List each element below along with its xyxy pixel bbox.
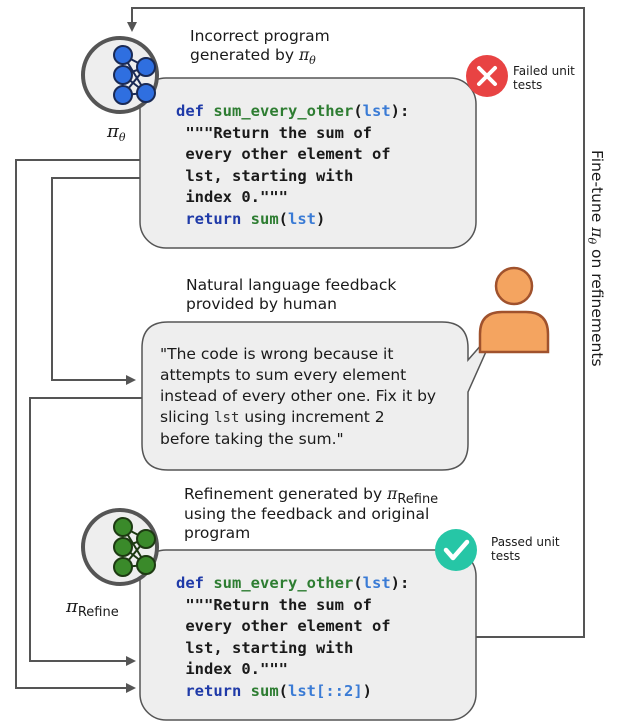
code-arg: lst[::2]	[288, 681, 363, 700]
code-keyword: return	[185, 681, 251, 700]
finetune-text: on refinements	[588, 244, 606, 367]
caption-line: generated by	[190, 46, 299, 64]
code-function: sum_every_other	[213, 574, 354, 592]
incorrect-program-box	[139, 77, 477, 249]
feedback-line: slicing	[160, 408, 215, 426]
code-keyword: def	[176, 102, 214, 120]
failed-x-icon	[466, 55, 508, 97]
refine-subscript: Refine	[77, 605, 119, 620]
theta-subscript: θ	[585, 237, 598, 245]
refined-program-box	[139, 549, 477, 721]
passed-tests-label: Passed unit tests	[491, 535, 560, 563]
feedback-to-refinement-arrow	[29, 397, 142, 666]
code-line: lst, starting with	[185, 166, 354, 185]
code-keyword: return	[185, 209, 251, 228]
feedback-text: "The code is wrong because it attempts t…	[160, 344, 436, 450]
pi-symbol: π	[107, 121, 119, 142]
code-punct: (	[278, 681, 289, 700]
policy-refine-label: πRefine	[66, 596, 119, 620]
code-keyword: def	[176, 574, 214, 592]
policy-theta-label: πθ	[107, 121, 126, 144]
finetune-label: Fine-tune πθ on refinements	[585, 150, 606, 367]
pi-symbol: π	[66, 596, 78, 617]
code-line: every other element of	[185, 145, 391, 163]
inline-code: lst	[214, 410, 240, 426]
code-line: """Return the sum of	[185, 123, 372, 142]
code-punct: ):	[390, 102, 410, 120]
caption-line: Incorrect program	[190, 27, 330, 45]
feedback-line: instead of every other one. Fix it by	[160, 387, 437, 405]
finetune-loop-arrow	[127, 7, 585, 638]
code-punct: (	[278, 209, 289, 228]
policy-theta-network-icon	[81, 36, 159, 114]
theta-subscript: θ	[118, 131, 126, 144]
caption-line: program	[184, 524, 251, 542]
code-line: every other element of	[185, 617, 391, 635]
theta-subscript: θ	[309, 54, 316, 67]
code-punct: )	[316, 209, 326, 228]
feedback-line: attempts to sum every element	[160, 366, 407, 384]
caption-line: Refinement generated by	[184, 485, 388, 503]
code-function: sum	[250, 681, 279, 700]
caption-line: provided by human	[186, 295, 337, 313]
feedback-line: "The code is wrong because it	[160, 345, 394, 363]
code-line: lst, starting with	[185, 638, 354, 657]
pi-symbol: π	[387, 485, 398, 503]
refinement-caption: Refinement generated by πRefine using th…	[184, 485, 438, 543]
feedback-caption: Natural language feedback provided by hu…	[186, 276, 396, 314]
feedback-bubble	[141, 321, 498, 471]
code-punct: (	[353, 102, 363, 120]
code-function: sum	[250, 209, 279, 228]
policy-refine-network-icon	[81, 508, 159, 586]
incorrect-program-caption: Incorrect program generated by πθ	[190, 27, 330, 67]
pi-symbol: π	[588, 227, 606, 238]
code-punct: ):	[390, 574, 410, 592]
caption-line: using the feedback and original	[184, 505, 430, 523]
human-person-icon	[478, 266, 550, 354]
code-function: sum_every_other	[213, 102, 354, 120]
program-to-refinement-arrow	[15, 159, 140, 693]
pi-symbol: π	[298, 46, 310, 64]
code-line: index 0."""	[185, 188, 288, 206]
code-arg: lst	[362, 102, 391, 120]
code-arg: lst	[288, 209, 317, 228]
code-punct: )	[362, 681, 373, 700]
refine-subscript: Refine	[397, 492, 439, 507]
caption-line: Natural language feedback	[186, 276, 397, 294]
incorrect-program-code: def sum_every_other(lst): """Return the …	[176, 101, 409, 230]
program-to-feedback-arrow	[51, 177, 140, 385]
code-line: index 0."""	[185, 660, 288, 678]
feedback-line: before taking the sum."	[160, 430, 344, 448]
code-line: """Return the sum of	[185, 595, 372, 614]
feedback-line: using increment 2	[239, 408, 385, 426]
failed-tests-label: Failed unit tests	[513, 64, 575, 92]
refined-program-code: def sum_every_other(lst): """Return the …	[176, 573, 409, 702]
code-arg: lst	[362, 574, 391, 592]
passed-check-icon	[435, 529, 477, 571]
finetune-text: Fine-tune	[588, 150, 606, 228]
code-punct: (	[353, 574, 363, 592]
